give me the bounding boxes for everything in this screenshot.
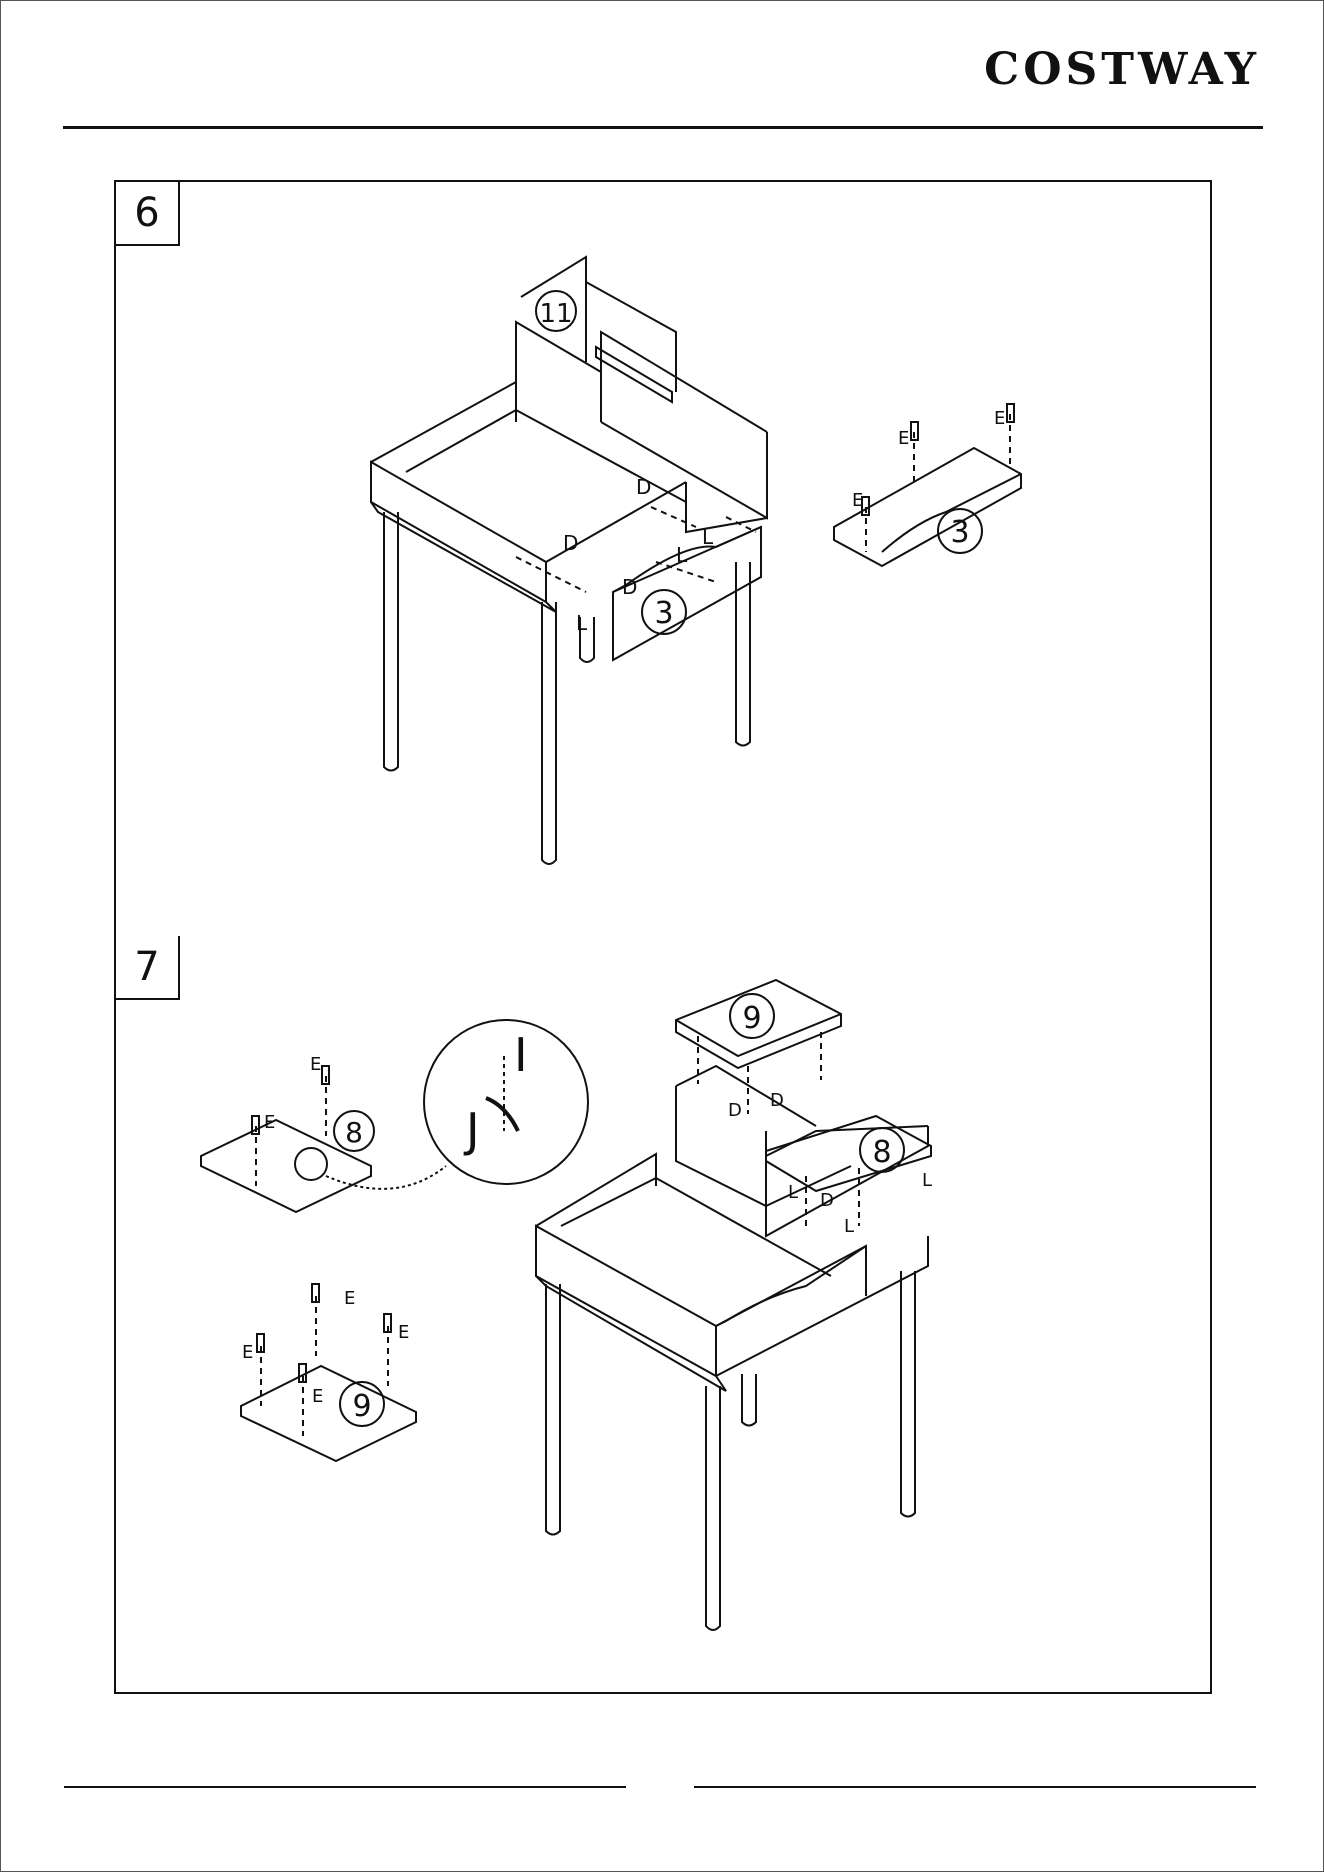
hardware-label: E [994, 408, 1005, 429]
part-3-loose-panel [834, 404, 1021, 566]
part-9-detached [241, 1284, 416, 1461]
hardware-label: D [563, 531, 578, 555]
part-label: 9 [352, 1389, 371, 1424]
hardware-label: E [344, 1288, 355, 1309]
header-rule [63, 126, 1263, 129]
step-6-diagram: 11 3 3 D D D L L L E E E [116, 182, 1210, 938]
desk-legs [546, 1271, 915, 1630]
footer-rule-right [694, 1786, 1256, 1788]
hardware-label: L [676, 543, 688, 567]
step-7-panel: 7 [114, 936, 1212, 1694]
part-label: 8 [345, 1116, 363, 1149]
hardware-label: L [576, 611, 588, 635]
hardware-label: L [788, 1182, 798, 1203]
part-label: 11 [539, 299, 572, 329]
hardware-label: D [728, 1100, 742, 1121]
hardware-label: D [636, 475, 651, 499]
desk-legs [384, 512, 750, 864]
hardware-label: E [312, 1386, 323, 1407]
part-label: 9 [742, 1001, 761, 1036]
part-label: 3 [950, 515, 969, 550]
hardware-label: E [310, 1054, 321, 1075]
brand-logo: COSTWAY [984, 44, 1260, 95]
part-8-shelf [766, 1116, 931, 1231]
step-6-panel: 6 [114, 180, 1212, 940]
part-label: 3 [654, 596, 673, 631]
detail-label: J [463, 1103, 480, 1157]
hardware-label: E [398, 1322, 409, 1343]
hardware-label: E [898, 428, 909, 449]
footer-rule-left [64, 1786, 626, 1788]
detail-label: I [514, 1028, 528, 1082]
hardware-label: E [264, 1112, 275, 1133]
hardware-label: D [820, 1190, 834, 1211]
hardware-label: E [852, 490, 863, 511]
hardware-label: L [844, 1216, 854, 1237]
hardware-label: L [702, 525, 714, 549]
hardware-label: D [622, 575, 637, 599]
part-label: 8 [872, 1135, 891, 1170]
hardware-label: E [242, 1342, 253, 1363]
hardware-label: L [922, 1170, 932, 1191]
hardware-label: D [770, 1090, 784, 1111]
step-7-diagram: 9 8 8 9 D D D L L L E E E E E E J I [116, 936, 1210, 1692]
